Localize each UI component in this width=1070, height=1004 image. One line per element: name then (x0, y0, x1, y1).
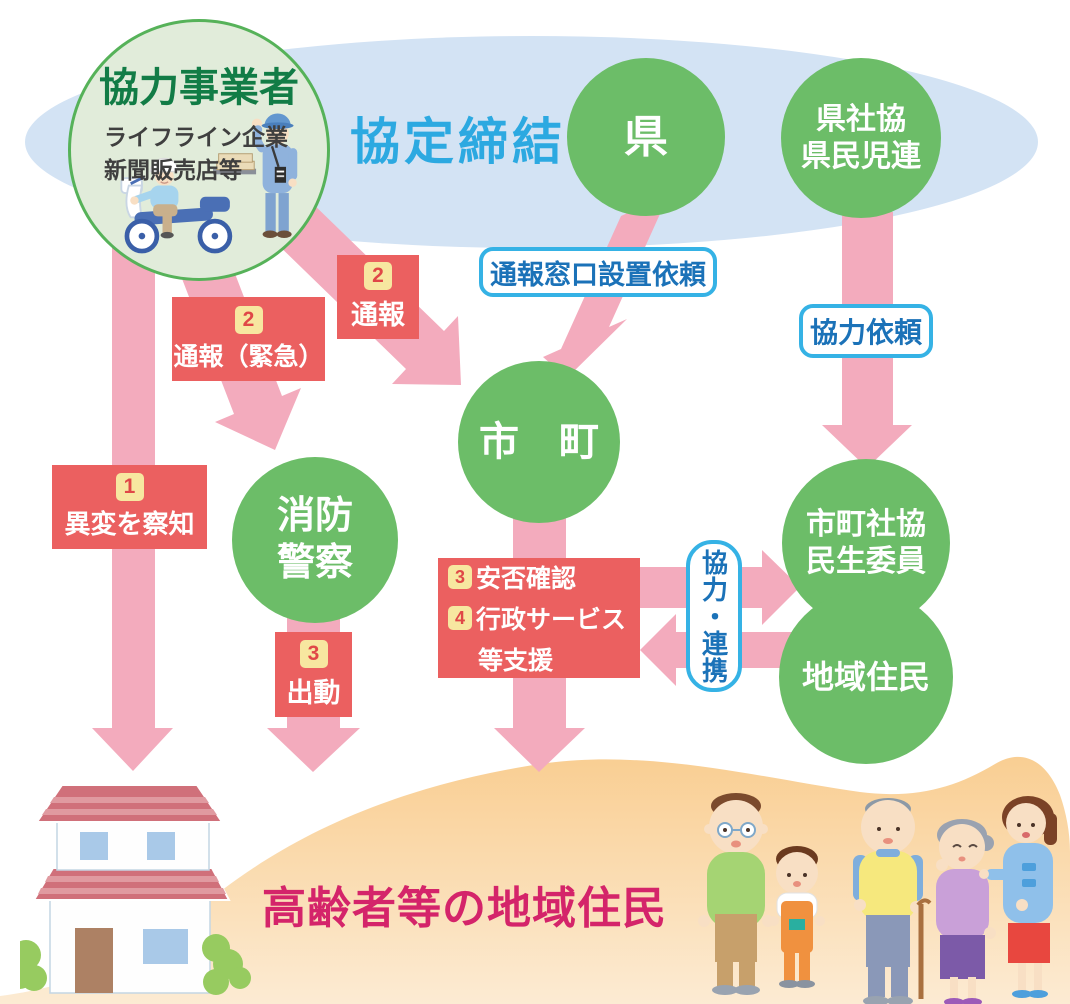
woman-figure (979, 796, 1057, 998)
step-report: 2 通報 (337, 255, 419, 339)
elderly-woman-figure (936, 819, 996, 1004)
node-city-council: 市町社協 民生委員 (782, 459, 950, 627)
man-glasses-figure (698, 793, 774, 995)
step-number-badge: 3 (448, 565, 472, 589)
node-city-town: 市 町 (458, 361, 620, 523)
node-fire-police: 消防 警察 (232, 457, 398, 623)
boy-figure (769, 846, 825, 988)
elderly-man-figure (853, 798, 932, 1004)
residents-group-icon (698, 793, 1057, 1004)
scooter-delivery-icon (120, 153, 257, 254)
node-local-residents: 地域住民 (779, 590, 953, 764)
footer-residents-label: 高齢者等の地域住民 (262, 884, 667, 933)
cooperating-subtitle: ライフライン企業 新聞販売店等 (104, 124, 288, 184)
step-safety-check: 3 安否確認 4 行政サービス 等支援 (438, 558, 640, 678)
agreement-banner-label: 協定締結 (350, 114, 566, 170)
cooperating-illustration (120, 113, 298, 254)
bush-icon (20, 934, 251, 995)
label-report-desk-request: 通報窓口設置依頼 (479, 247, 717, 297)
cooperating-title: 協力事業者 (99, 66, 299, 110)
label-cooperation-collaboration: 協力・連携 (686, 540, 742, 692)
house-icon (20, 784, 251, 995)
node-prefecture: 県 (567, 58, 725, 216)
step-number-badge: 2 (234, 305, 263, 334)
step-number-badge: 3 (299, 639, 328, 668)
step-report-emergency: 2 通報（緊急） (172, 297, 325, 381)
label-cooperation-request: 協力依頼 (799, 304, 933, 358)
step-number-badge: 1 (115, 473, 144, 501)
step-number-badge: 4 (448, 606, 472, 630)
node-pref-council: 県社協 県民児連 (781, 58, 941, 218)
step-dispatch: 3 出動 (275, 632, 352, 717)
utility-worker-icon (251, 113, 298, 238)
step-detect-anomaly: 1 異変を察知 (52, 465, 207, 549)
step-number-badge: 2 (364, 262, 392, 290)
